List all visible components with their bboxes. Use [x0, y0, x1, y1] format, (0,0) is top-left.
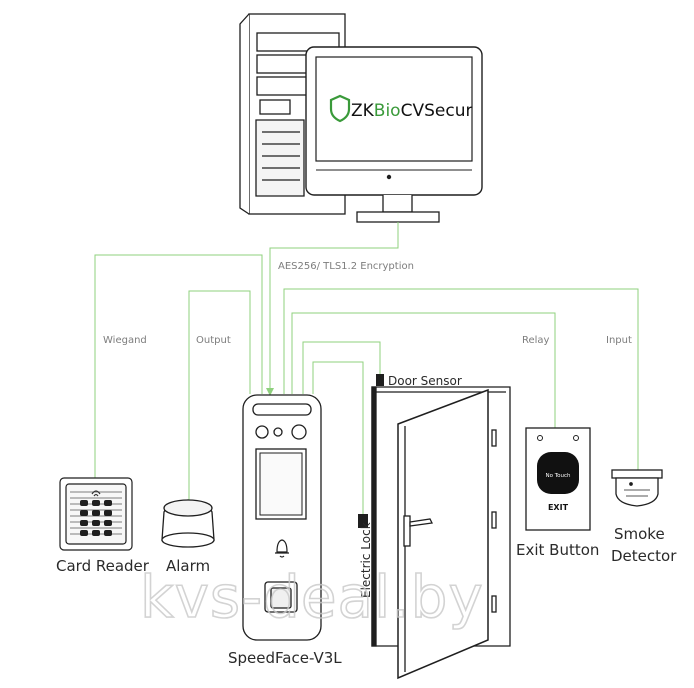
door-handle-icon [409, 518, 433, 527]
keypad [80, 500, 112, 536]
shield-icon [329, 94, 351, 123]
smoke-detector-label-line2: Detector [611, 547, 677, 565]
exit-button-text: EXIT [548, 503, 569, 512]
electric-lock-block [358, 514, 368, 528]
alarm-label: Alarm [166, 557, 210, 575]
electric-lock-label: Electric Lock [359, 522, 373, 598]
smoke-detector-label-line1: Smoke [614, 525, 665, 543]
relay-label: Relay [522, 335, 550, 346]
brand-bio: Bio [374, 101, 401, 121]
door-sensor-wire [302, 341, 381, 394]
svg-text:ZKBioCVSecur: ZKBioCVSecur [351, 101, 472, 121]
card-reader-label: Card Reader [56, 557, 150, 575]
electric-lock-wire [312, 361, 364, 515]
card-reader [59, 477, 133, 551]
input-label: Input [606, 335, 632, 346]
output-label: Output [196, 335, 231, 346]
exit-button-label: Exit Button [516, 541, 599, 559]
brand-suffix: CVSecur [401, 101, 473, 121]
brand-prefix: ZK [351, 101, 375, 121]
speedface-terminal [242, 394, 322, 641]
wires [94, 222, 639, 515]
input-wire [283, 288, 639, 470]
monitor [305, 46, 483, 223]
terminal-label: SpeedFace-V3L [228, 649, 342, 667]
wiegand-label: Wiegand [103, 335, 147, 346]
wiegand-wire [94, 254, 263, 480]
software-logo: ZKBioCVSecur [329, 94, 472, 123]
relay-wire [291, 312, 556, 428]
door-sensor-block [376, 374, 384, 386]
output-wire [188, 290, 251, 500]
smoke-detector [611, 469, 663, 507]
door [371, 386, 511, 680]
exit-button: No Touch EXIT [525, 427, 591, 531]
door-sensor-label: Door Sensor [388, 374, 462, 388]
contactless-icon [91, 490, 101, 497]
exit-button-face-label: No Touch [545, 473, 571, 479]
network-wire [269, 222, 399, 394]
bell-icon [275, 539, 289, 558]
watermark: kvs-deal.by [140, 563, 484, 631]
encryption-label: AES256/ TLS1.2 Encryption [278, 261, 414, 272]
alarm [161, 499, 215, 548]
